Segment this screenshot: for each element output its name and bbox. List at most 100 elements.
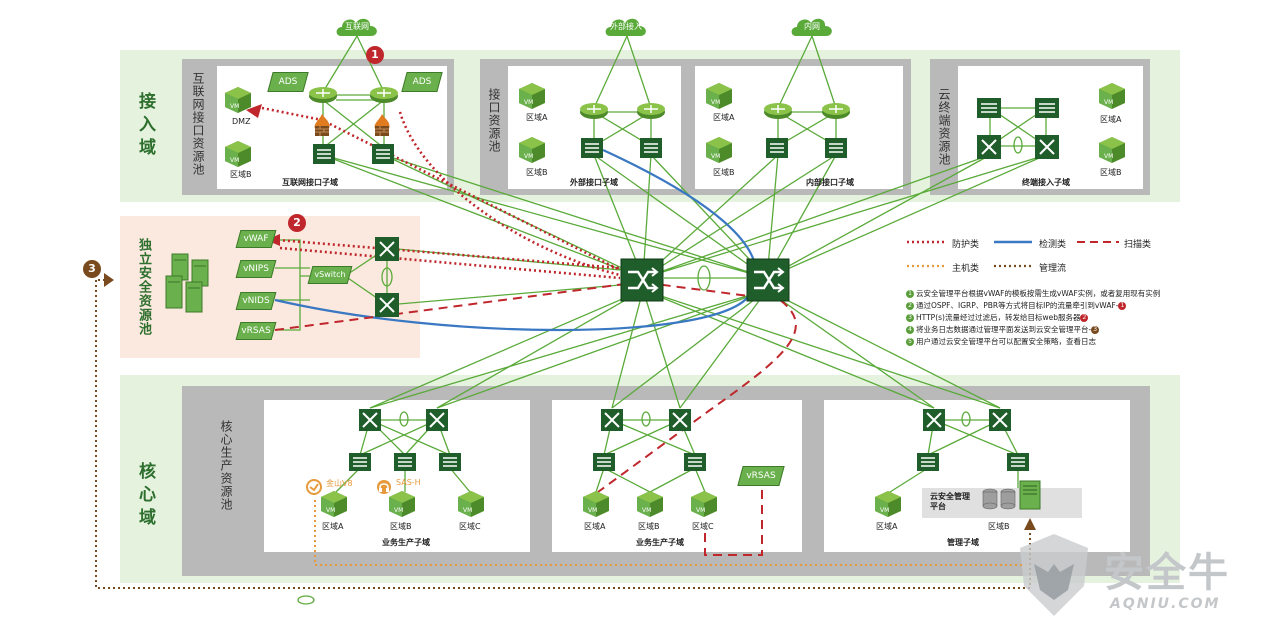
core-access-switch-icon bbox=[1007, 453, 1029, 471]
business-subdomain-1 bbox=[264, 400, 530, 552]
legend-scan: 扫描类 bbox=[1124, 240, 1152, 250]
svg-text:VM: VM bbox=[711, 153, 720, 160]
area-a-label: 区域A bbox=[876, 522, 898, 531]
vm-icon: VM bbox=[1099, 137, 1125, 163]
svg-text:VM: VM bbox=[711, 99, 720, 106]
note-text: 云安全管理平台根据vWAF的模板按需生成vWAF实例，或者复用现有实例 bbox=[916, 289, 1161, 298]
area-c-label: 区域C bbox=[692, 522, 714, 531]
management-subdomain-label: 管理子域 bbox=[947, 538, 979, 547]
vm-icon: VM bbox=[519, 83, 545, 109]
note-text: 通过OSPF、IGRP、PBR等方式将目标IP的流量牵引到vWAF- bbox=[916, 301, 1119, 310]
note-number: 3 bbox=[906, 314, 914, 322]
area-a-label: 区域A bbox=[584, 522, 606, 531]
ads-device-left: ADS bbox=[267, 72, 309, 92]
core-access-switch-icon bbox=[439, 453, 461, 471]
antivirus-agent-icon bbox=[306, 479, 322, 495]
interface-pool-label: 接口资源池 bbox=[487, 88, 501, 153]
internal-router-left-icon bbox=[764, 103, 792, 119]
svg-text:VM: VM bbox=[394, 507, 403, 514]
cloud-security-platform-label: 云安全管理平台 bbox=[930, 492, 970, 511]
vwaf-label: vWAF bbox=[243, 234, 269, 244]
svg-text:VM: VM bbox=[880, 507, 889, 514]
vm-icon: VM bbox=[321, 491, 347, 517]
independent-switch-bottom-icon bbox=[375, 293, 399, 317]
core-domain-switch-icon bbox=[426, 409, 448, 431]
access-switch-icon bbox=[581, 138, 603, 158]
terminal-switch-icon bbox=[977, 98, 1001, 118]
database-icon bbox=[982, 488, 1016, 510]
core-switch-right-icon bbox=[746, 258, 790, 302]
legend-mgmt-flow: 管理流 bbox=[1039, 264, 1067, 274]
area-b-label: 区域B bbox=[230, 170, 252, 179]
vrsas-core-device: vRSAS bbox=[737, 466, 785, 486]
area-c-label: 区域C bbox=[459, 522, 481, 531]
note-ref-badge: 1 bbox=[1118, 302, 1127, 310]
core-access-switch-icon bbox=[349, 453, 371, 471]
external-cloud: 外部接入 bbox=[602, 14, 650, 38]
external-cloud-label: 外部接入 bbox=[610, 22, 642, 31]
svg-text:VM: VM bbox=[326, 507, 335, 514]
vswitch-device: vSwitch bbox=[307, 266, 353, 284]
terminal-subdomain-label: 终端接入子域 bbox=[1022, 178, 1070, 187]
terminal-core-switch-icon bbox=[1035, 135, 1059, 159]
jinshan-label: 金山V8 bbox=[326, 479, 353, 488]
firewall-right-icon bbox=[374, 114, 390, 136]
intranet-cloud-label: 内网 bbox=[804, 22, 820, 31]
vm-icon: VM bbox=[519, 137, 545, 163]
svg-text:VM: VM bbox=[524, 153, 533, 160]
svg-text:VM: VM bbox=[588, 507, 597, 514]
vm-icon: VM bbox=[691, 491, 717, 517]
note-number: 2 bbox=[906, 302, 914, 310]
internet-subdomain-label: 互联网接口子域 bbox=[282, 178, 338, 187]
access-switch-icon bbox=[372, 144, 394, 164]
vnips-label: vNIPS bbox=[243, 264, 269, 274]
core-access-switch-icon bbox=[917, 453, 939, 471]
svg-text:VM: VM bbox=[1104, 99, 1113, 106]
core-domain-switch-icon bbox=[989, 409, 1011, 431]
legend-detect: 检测类 bbox=[1039, 240, 1067, 250]
core-domain-switch-icon bbox=[359, 409, 381, 431]
legend-lines bbox=[907, 240, 945, 268]
area-b-label: 区域B bbox=[1100, 168, 1122, 177]
external-subdomain-label: 外部接口子域 bbox=[570, 178, 618, 187]
svg-text:VM: VM bbox=[230, 103, 239, 110]
vm-icon: VM bbox=[706, 137, 732, 163]
internet-router-left-icon bbox=[309, 87, 337, 103]
area-b-label: 区域B bbox=[638, 522, 660, 531]
vnids-label: vNIDS bbox=[242, 296, 270, 306]
vm-icon: VM bbox=[706, 83, 732, 109]
svg-text:VM: VM bbox=[696, 507, 705, 514]
note-number: 1 bbox=[906, 290, 914, 298]
step-badge-3: 3 bbox=[83, 260, 101, 278]
internet-cloud: 互联网 bbox=[333, 14, 381, 38]
core-access-switch-icon bbox=[593, 453, 615, 471]
core-domain-switch-icon bbox=[601, 409, 623, 431]
terminal-core-switch-icon bbox=[977, 135, 1001, 159]
area-a-label: 区域A bbox=[322, 522, 344, 531]
svg-text:VM: VM bbox=[463, 507, 472, 514]
note-text: 将业务日志数据通过管理平面发送到云安全管理平台- bbox=[916, 325, 1092, 334]
access-switch-icon bbox=[640, 138, 662, 158]
step-badge-2: 2 bbox=[288, 214, 306, 232]
access-switch-icon bbox=[825, 138, 847, 158]
access-switch-icon bbox=[766, 138, 788, 158]
note-ref-badge: 3 bbox=[1091, 326, 1100, 334]
vm-icon: VM bbox=[389, 491, 415, 517]
note-text: HTTP(s)流量经过过滤后，转发给目标web服务器 bbox=[916, 313, 1081, 322]
core-switch-left-icon bbox=[620, 258, 664, 302]
core-access-switch-icon bbox=[394, 453, 416, 471]
core-zone-title: 核心域 bbox=[135, 462, 155, 531]
step-badge-1: 1 bbox=[366, 46, 384, 64]
legend-host: 主机类 bbox=[952, 264, 980, 274]
svg-text:VM: VM bbox=[642, 507, 651, 514]
vm-icon: VM bbox=[1099, 83, 1125, 109]
vrsas-core-label: vRSAS bbox=[746, 471, 776, 481]
internet-interface-pool-label: 互联网接口资源池 bbox=[191, 72, 205, 176]
legend-protect: 防护类 bbox=[952, 240, 980, 250]
note-ref-badge: 2 bbox=[1080, 314, 1089, 322]
core-domain-switch-icon bbox=[923, 409, 945, 431]
